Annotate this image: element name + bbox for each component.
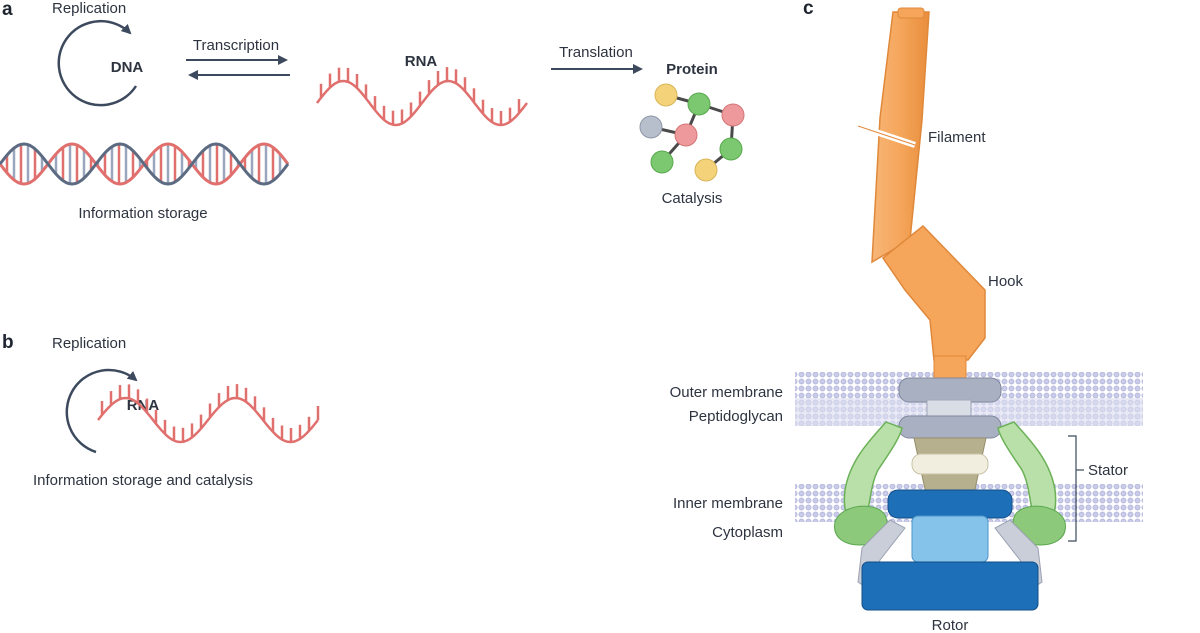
outer-membrane-label: Outer membrane bbox=[670, 384, 783, 401]
stator-label: Stator bbox=[1088, 462, 1128, 479]
panel-a-letter: a bbox=[2, 0, 13, 20]
panel-c-letter: c bbox=[803, 0, 814, 19]
stator-bracket bbox=[1068, 435, 1077, 542]
info-storage-catalysis-label: Information storage and catalysis bbox=[33, 472, 253, 489]
information-storage-label: Information storage bbox=[78, 205, 207, 222]
protein-structure-icon bbox=[639, 83, 745, 182]
rod-shaft bbox=[911, 437, 989, 495]
replication-loop-arrow-a bbox=[57, 19, 138, 107]
rna-strand-b bbox=[97, 384, 320, 444]
replication-label-a: Replication bbox=[52, 0, 126, 17]
panel-b-letter: b bbox=[2, 332, 14, 353]
rna-strand-a bbox=[316, 67, 528, 127]
hook-shape bbox=[881, 224, 986, 379]
outer-ring-lring bbox=[898, 377, 1002, 439]
stator-right bbox=[997, 421, 1066, 546]
catalysis-label: Catalysis bbox=[662, 190, 723, 207]
hook-label: Hook bbox=[988, 273, 1024, 290]
inner-membrane-label: Inner membrane bbox=[673, 495, 783, 512]
cytoplasm-label: Cytoplasm bbox=[712, 524, 783, 541]
dna-label: DNA bbox=[111, 59, 144, 76]
stator-left bbox=[834, 421, 903, 546]
filament-shape bbox=[857, 7, 930, 264]
rotor-label: Rotor bbox=[932, 617, 969, 633]
translation-label: Translation bbox=[559, 44, 633, 61]
rotor-shape bbox=[861, 489, 1039, 611]
rna-label-a: RNA bbox=[405, 53, 438, 70]
replication-label-b: Replication bbox=[52, 335, 126, 352]
transcription-label: Transcription bbox=[193, 37, 279, 54]
dna-double-helix bbox=[0, 142, 290, 186]
peptidoglycan-label: Peptidoglycan bbox=[689, 408, 783, 425]
replication-loop-arrow-b bbox=[65, 368, 138, 454]
protein-label: Protein bbox=[666, 61, 718, 78]
filament-label: Filament bbox=[928, 129, 986, 146]
